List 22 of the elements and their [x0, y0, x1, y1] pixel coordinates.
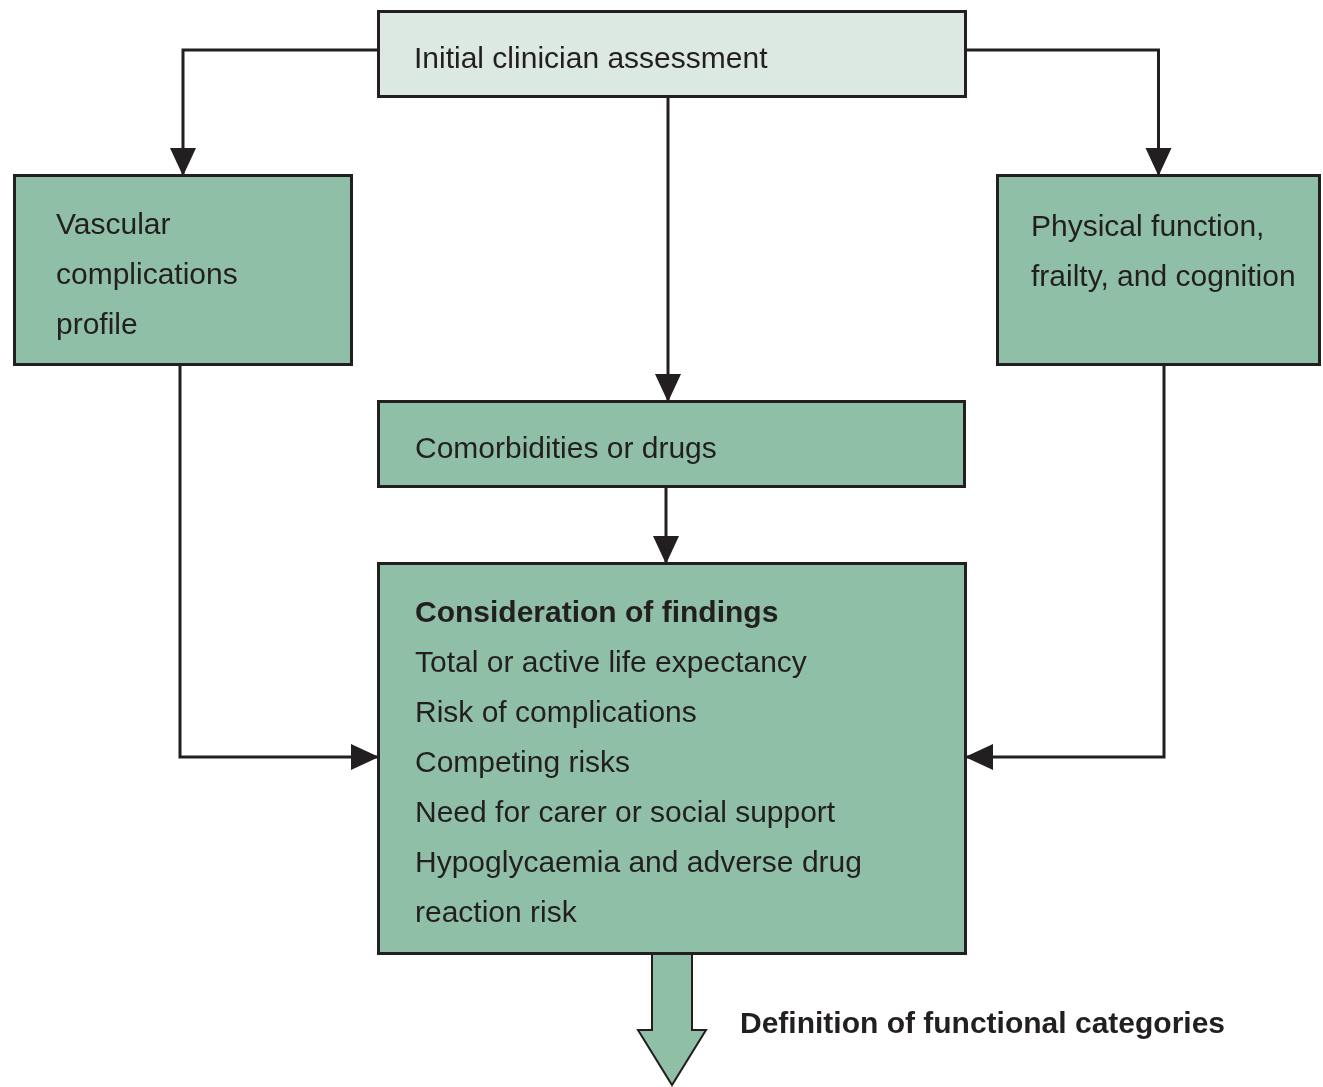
- arrow: [965, 366, 1166, 770]
- process-box: [377, 10, 967, 98]
- box-text: Comorbidities or drugs: [415, 430, 717, 466]
- process-box: [377, 400, 966, 488]
- box-text: Hypoglycaemia and adverse drug reaction risk: [415, 844, 863, 930]
- arrow: [653, 488, 679, 564]
- process-box: [377, 562, 967, 955]
- process-box: [996, 174, 1321, 366]
- box-text: Risk of complications: [415, 694, 697, 730]
- arrow: [655, 98, 681, 402]
- process-box: [13, 174, 353, 366]
- box-heading: Consideration of findings: [415, 594, 779, 630]
- box-text: Initial clinician assessment: [414, 40, 768, 76]
- box-text: Physical function, frailty, and cognition: [1031, 208, 1297, 294]
- box-text: Vascular complications profile: [56, 206, 239, 342]
- arrow: [170, 48, 377, 176]
- box-text: Competing risks: [415, 744, 631, 780]
- box-text: Total or active life expectancy: [415, 644, 807, 680]
- arrow: [178, 366, 379, 770]
- arrow: [967, 48, 1172, 176]
- block-arrow: [636, 954, 708, 1087]
- box-text: Need for carer or social support: [415, 794, 836, 830]
